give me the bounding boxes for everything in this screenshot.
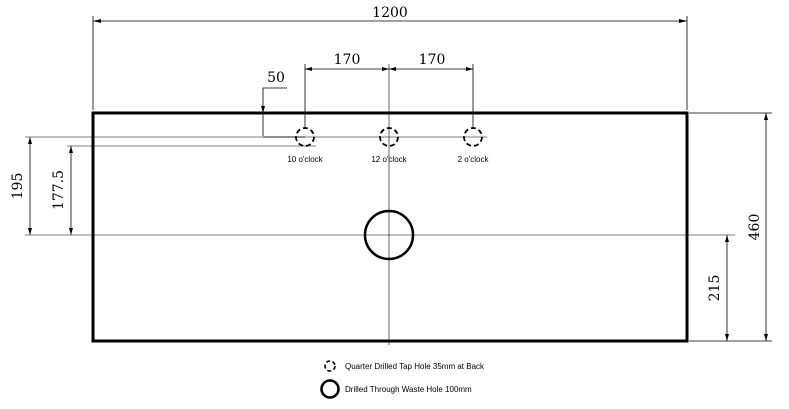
tap-offset-value: 50 <box>267 70 285 86</box>
tap-hole-left-label: 10 o'clock <box>287 155 323 164</box>
width-value: 1200 <box>372 5 408 21</box>
tap-hole-center <box>379 127 399 147</box>
waste-from-back-outer-value: 195 <box>10 173 26 200</box>
tap-offset-dimension: 50 <box>261 70 305 138</box>
height-value: 460 <box>747 214 763 241</box>
left-dimensions: 195 177.5 <box>10 137 73 235</box>
tap-spacing-right-value: 170 <box>419 52 446 68</box>
waste-from-front-value: 215 <box>707 275 723 302</box>
tap-hole-right-label: 2 o'clock <box>458 155 490 164</box>
tap-hole-left <box>295 127 315 147</box>
waste-from-back-inner-value: 177.5 <box>51 170 67 210</box>
width-dimension: 1200 <box>92 5 688 110</box>
waste-hole <box>363 209 415 261</box>
legend-tap-hole-label: Quarter Drilled Tap Hole 35mm at Back <box>345 362 485 371</box>
basin-outline <box>91 111 689 343</box>
right-dimensions: 460 215 <box>689 112 772 342</box>
tap-spacing-left-value: 170 <box>334 52 361 68</box>
legend-waste-hole-icon <box>320 379 340 399</box>
legend-tap-hole-icon <box>324 360 336 372</box>
tap-hole-right <box>463 127 483 147</box>
legend: Quarter Drilled Tap Hole 35mm at Back Dr… <box>320 360 485 399</box>
legend-waste-hole-label: Drilled Through Waste Hole 100mm <box>345 385 472 394</box>
tap-hole-center-label: 12 o'clock <box>371 155 407 164</box>
